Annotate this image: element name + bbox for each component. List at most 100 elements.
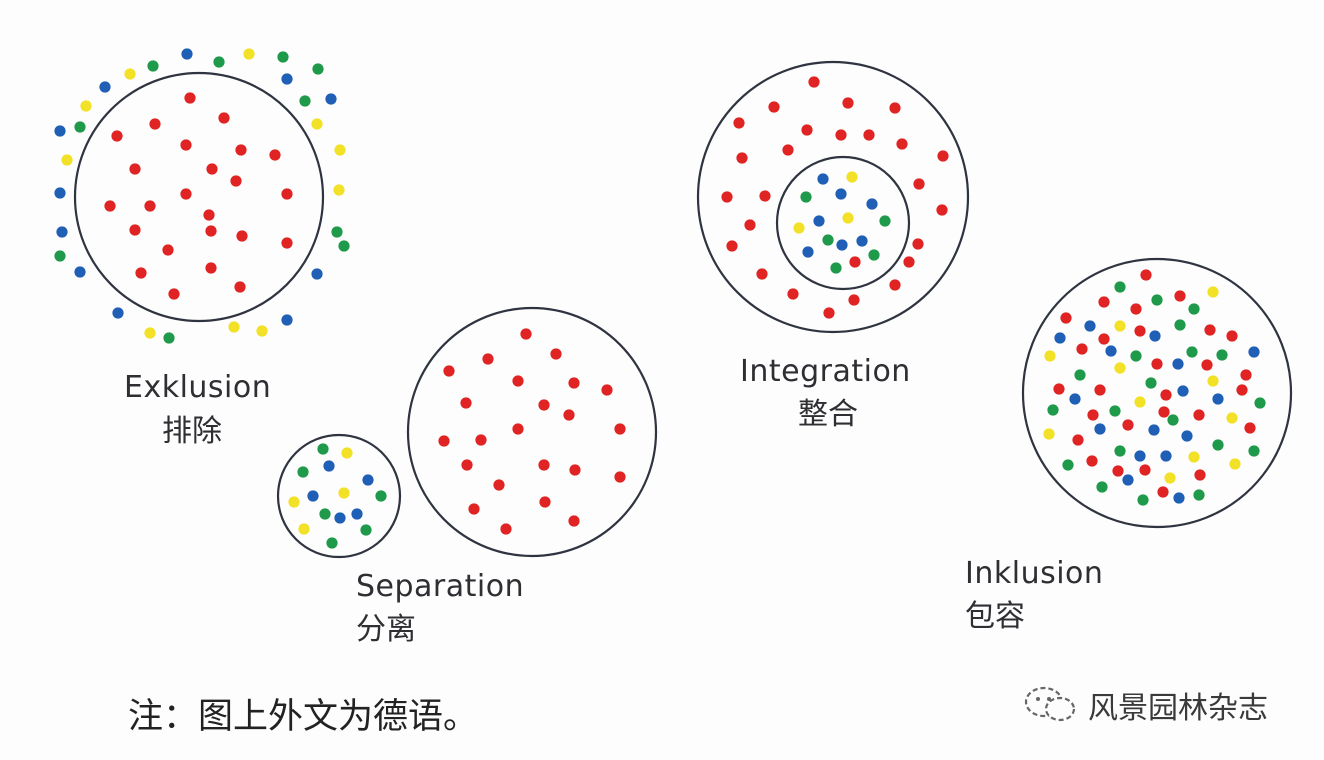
green-dot xyxy=(1114,281,1126,293)
yellow-dot xyxy=(256,325,268,337)
red-dot xyxy=(203,209,215,221)
red-dot xyxy=(1076,343,1088,355)
yellow-dot xyxy=(1229,458,1241,470)
separation-label: Separation xyxy=(356,569,525,604)
green-dot xyxy=(1047,404,1059,416)
green-dot xyxy=(1254,397,1266,409)
green-dot xyxy=(375,490,387,502)
wechat-icon xyxy=(1024,686,1076,722)
red-dot xyxy=(721,191,733,203)
green-dot xyxy=(1130,350,1142,362)
red-dot xyxy=(835,129,847,141)
yellow-dot xyxy=(124,68,136,80)
green-dot xyxy=(1137,494,1149,506)
yellow-dot xyxy=(793,222,805,234)
green-dot xyxy=(1216,349,1228,361)
red-dot xyxy=(1060,312,1072,324)
green-dot xyxy=(1074,369,1086,381)
green-dot xyxy=(312,63,324,75)
red-dot xyxy=(1098,296,1110,308)
green-dot xyxy=(1114,445,1126,457)
yellow-dot xyxy=(334,144,346,156)
red-dot xyxy=(614,471,626,483)
yellow-dot xyxy=(1043,428,1055,440)
red-dot xyxy=(1204,324,1216,336)
red-dot xyxy=(129,163,141,175)
blue-dot xyxy=(1177,385,1189,397)
inclusion-label-zh: 包容 xyxy=(965,599,1025,634)
green-dot xyxy=(317,443,329,455)
green-dot xyxy=(163,332,175,344)
yellow-dot xyxy=(333,184,345,196)
yellow-dot xyxy=(243,48,255,60)
red-dot xyxy=(1140,269,1152,281)
red-dot xyxy=(889,279,901,291)
blue-dot xyxy=(362,474,374,486)
red-dot xyxy=(823,307,835,319)
integration-outer-circle xyxy=(696,60,970,334)
green-dot xyxy=(54,250,66,262)
red-dot xyxy=(756,268,768,280)
red-dot xyxy=(1098,333,1110,345)
blue-dot xyxy=(74,266,86,278)
red-dot xyxy=(568,377,580,389)
green-dot xyxy=(338,240,350,252)
yellow-dot xyxy=(1207,375,1219,387)
red-dot xyxy=(568,515,580,527)
red-dot xyxy=(1130,303,1142,315)
green-dot xyxy=(297,466,309,478)
red-dot xyxy=(236,230,248,242)
blue-dot xyxy=(307,490,319,502)
red-dot xyxy=(1201,359,1213,371)
red-dot xyxy=(162,244,174,256)
red-dot xyxy=(205,225,217,237)
red-dot xyxy=(539,496,551,508)
watermark-text: 风景园林杂志 xyxy=(1088,691,1268,726)
red-dot xyxy=(912,238,924,250)
red-dot xyxy=(1160,389,1172,401)
exclusion-circle xyxy=(73,71,325,323)
red-dot xyxy=(1139,464,1151,476)
red-dot xyxy=(205,262,217,274)
blue-dot xyxy=(1134,450,1146,462)
exclusion-label: Exklusion xyxy=(124,370,272,405)
yellow-dot xyxy=(1188,451,1200,463)
green-dot xyxy=(1193,489,1205,501)
dots-layer xyxy=(54,48,1266,549)
blue-dot xyxy=(181,48,193,60)
red-dot xyxy=(493,479,505,491)
yellow-dot xyxy=(144,327,156,339)
green-dot xyxy=(879,215,891,227)
red-dot xyxy=(520,328,532,340)
red-dot xyxy=(468,503,480,515)
blue-dot xyxy=(99,81,111,93)
footnote: 注：图上外文为德语。 xyxy=(128,697,479,737)
red-dot xyxy=(438,435,450,447)
red-dot xyxy=(1134,325,1146,337)
green-dot xyxy=(1174,319,1186,331)
yellow-dot xyxy=(1114,320,1126,332)
blue-dot xyxy=(323,460,335,472)
blue-dot xyxy=(1212,393,1224,405)
red-dot xyxy=(180,139,192,151)
red-dot xyxy=(733,117,745,129)
blue-dot xyxy=(835,188,847,200)
red-dot xyxy=(768,101,780,113)
blue-dot xyxy=(856,235,868,247)
red-dot xyxy=(500,523,512,535)
red-dot xyxy=(1151,358,1163,370)
red-dot xyxy=(111,130,123,142)
red-dot xyxy=(180,188,192,200)
yellow-dot xyxy=(298,523,310,535)
inclusion-circle xyxy=(1021,257,1293,529)
red-dot xyxy=(1194,469,1206,481)
blue-dot xyxy=(836,239,848,251)
yellow-dot xyxy=(1164,472,1176,484)
red-dot xyxy=(736,152,748,164)
green-dot xyxy=(1188,303,1200,315)
green-dot xyxy=(800,191,812,203)
red-dot xyxy=(848,294,860,306)
green-dot xyxy=(74,121,86,133)
green-dot xyxy=(319,508,331,520)
